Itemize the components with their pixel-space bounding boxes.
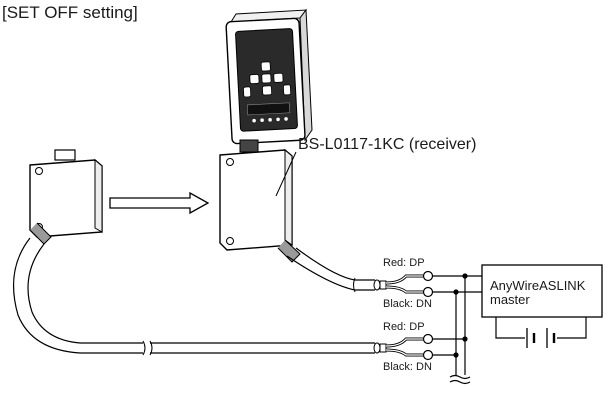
junction-dots: [453, 273, 468, 358]
upper-cable-break: [353, 277, 356, 293]
master-unit: [481, 264, 603, 348]
diagram-heading: [SET OFF setting]: [2, 3, 138, 22]
upper-cable: [286, 247, 434, 298]
direction-arrow: [109, 191, 210, 215]
master-label-line1: AnyWireASLINK: [490, 278, 586, 293]
upper-black-label: Black: DN: [383, 298, 432, 310]
lower-black-label: Black: DN: [383, 361, 432, 373]
battery-icon: [526, 328, 556, 348]
bus-lines: [433, 275, 482, 385]
upper-red-label: Red: DP: [383, 257, 425, 269]
lower-cable: [13, 237, 434, 361]
emitter-sensor: [29, 149, 103, 245]
master-label-line2: master: [490, 292, 530, 307]
keypad-icon: [243, 61, 292, 123]
receiver-label: BS-L0117-1KC (receiver): [298, 136, 476, 153]
lower-red-label: Red: DP: [383, 321, 425, 333]
receiver-sensor: [219, 148, 301, 263]
setting-tool: [225, 8, 313, 153]
